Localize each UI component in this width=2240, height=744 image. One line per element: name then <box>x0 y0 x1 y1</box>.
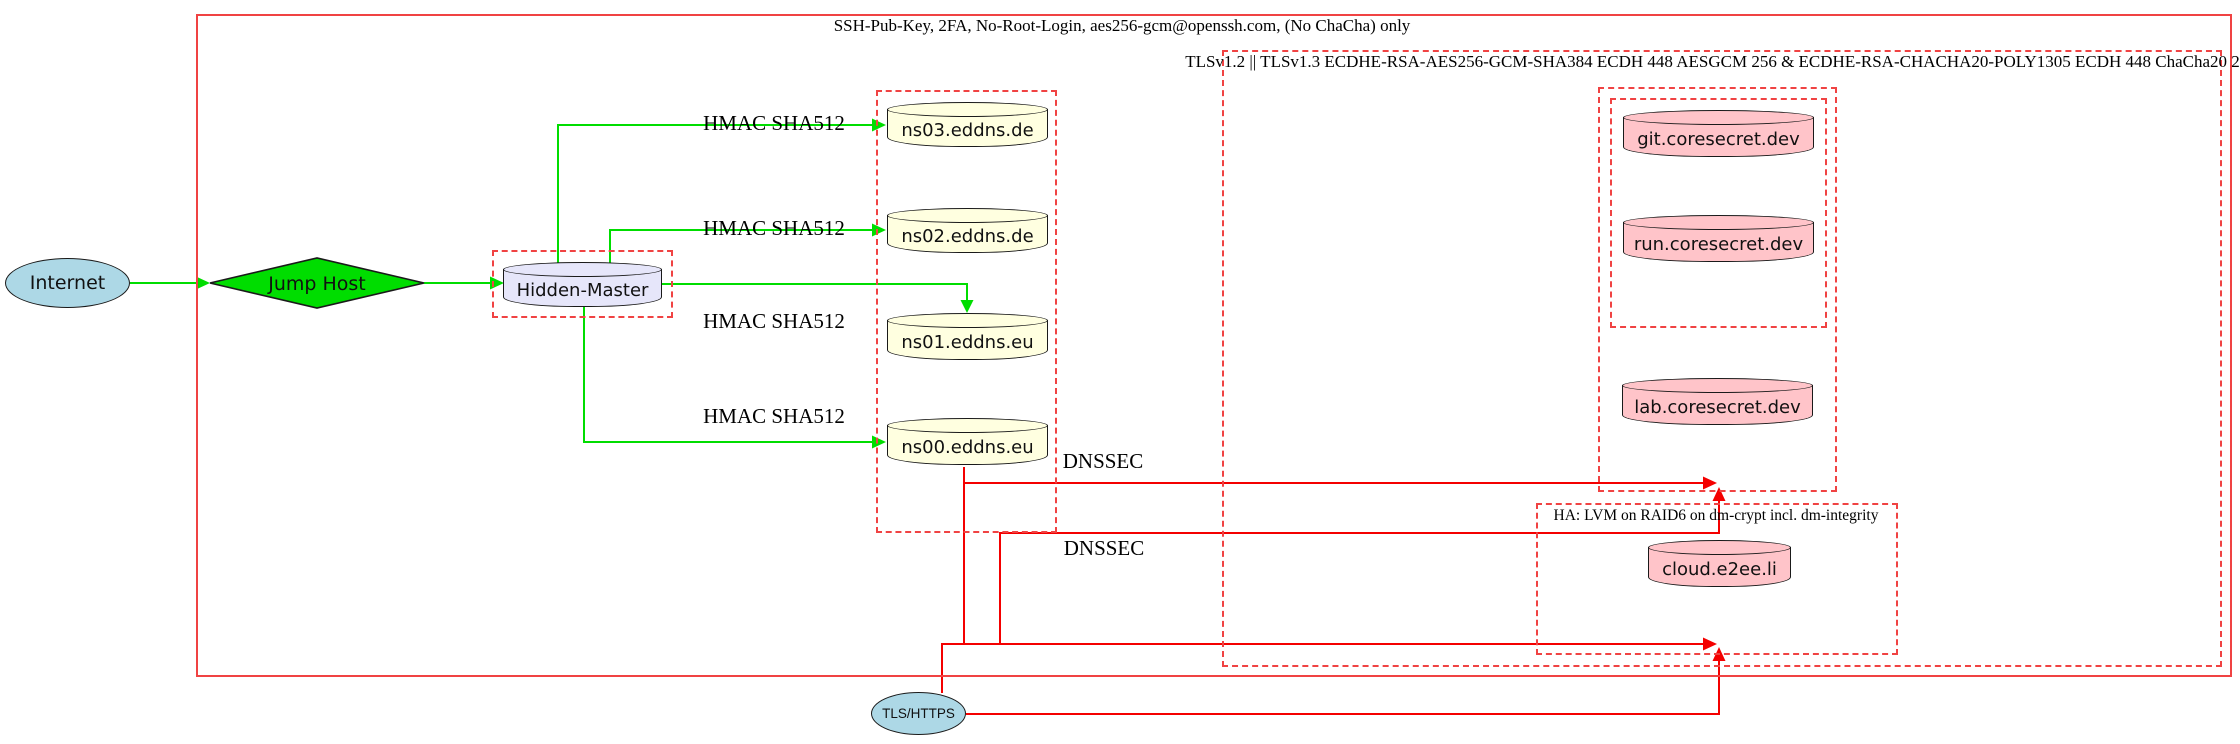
node-ns01: ns01.eddns.eu <box>887 313 1048 360</box>
node-run-label: run.coresecret.dev <box>1633 233 1804 255</box>
node-ns00: ns00.eddns.eu <box>887 418 1048 465</box>
arrowhead-ns00 <box>872 435 886 449</box>
cluster-hidden-master <box>492 250 673 318</box>
cylinder-cap <box>887 418 1048 433</box>
node-internet-label: Internet <box>29 272 106 294</box>
node-hidden-master: Hidden-Master <box>503 262 662 307</box>
node-ns02-label: ns02.eddns.de <box>901 225 1034 247</box>
cluster-tls <box>1222 50 2222 667</box>
edge-tlshttps-hacluster <box>966 660 1720 715</box>
arrowhead-ns02 <box>872 223 886 237</box>
jump-host-diamond-shape <box>209 257 425 309</box>
edge-tlshttps-webcluster <box>941 500 1720 693</box>
arrowhead-ns03 <box>872 118 886 132</box>
cluster-web-services-inner <box>1610 98 1827 328</box>
cylinder-cap <box>887 102 1048 117</box>
node-ns02: ns02.eddns.de <box>887 208 1048 253</box>
cylinder-cap <box>887 208 1048 223</box>
cylinder-cap <box>887 313 1048 328</box>
node-ns03-label: ns03.eddns.de <box>901 119 1034 141</box>
cluster-dns-servers <box>876 90 1057 533</box>
edge-hiddenmaster-ns00 <box>583 306 872 443</box>
node-hidden-master-label: Hidden-Master <box>516 279 649 301</box>
cylinder-cap <box>1623 110 1814 125</box>
node-lab-label: lab.coresecret.dev <box>1634 396 1801 418</box>
node-tls-https-label: TLS/HTTPS <box>882 706 955 721</box>
edge-label-hmac-ns00: HMAC SHA512 <box>703 404 845 428</box>
node-internet: Internet <box>5 258 130 308</box>
cluster-ha-storage <box>1536 503 1898 655</box>
edge-hiddenmaster-ns02 <box>609 229 872 263</box>
node-cloud-label: cloud.e2ee.li <box>1662 558 1777 580</box>
edge-label-hmac-ns02: HMAC SHA512 <box>703 216 845 240</box>
edge-label-hmac-ns01: HMAC SHA512 <box>703 309 845 333</box>
arrowhead-webcluster-1 <box>1703 476 1717 490</box>
ssh-cluster-label: SSH-Pub-Key, 2FA, No-Root-Login, aes256-… <box>833 16 1411 35</box>
cylinder-cap <box>503 262 662 277</box>
edge-hiddenmaster-ns01 <box>662 283 968 301</box>
node-ns00-label: ns00.eddns.eu <box>901 436 1034 458</box>
cylinder-cap <box>1622 378 1813 393</box>
node-git: git.coresecret.dev <box>1623 110 1814 157</box>
cluster-web-services-outer <box>1598 87 1837 492</box>
arrowhead-internet-jumphost <box>196 276 210 290</box>
cluster-ssh-hardening <box>196 14 2232 677</box>
node-jump-host-label: Jump Host <box>268 273 366 295</box>
ha-cluster-label: HA: LVM on RAID6 on dm-crypt incl. dm-in… <box>1553 507 1879 524</box>
node-lab: lab.coresecret.dev <box>1622 378 1813 425</box>
node-ns03: ns03.eddns.de <box>887 102 1048 147</box>
edge-label-hmac-ns03: HMAC SHA512 <box>703 111 845 135</box>
node-git-label: git.coresecret.dev <box>1637 128 1800 150</box>
node-ns01-label: ns01.eddns.eu <box>901 331 1034 353</box>
cylinder-cap <box>1648 540 1791 555</box>
edge-label-dnssec-1: DNSSEC <box>1062 449 1144 473</box>
edge-label-dnssec-2: DNSSEC <box>1063 536 1145 560</box>
edge-hiddenmaster-ns03 <box>557 124 872 263</box>
node-cloud: cloud.e2ee.li <box>1648 540 1791 587</box>
tls-cluster-label: TLSv1.2 || TLSv1.3 ECDHE-RSA-AES256-GCM-… <box>1185 52 2240 71</box>
node-run: run.coresecret.dev <box>1623 215 1814 262</box>
arrowhead-ns01 <box>960 300 974 313</box>
cylinder-cap <box>1623 215 1814 230</box>
arrowhead-webcluster-2 <box>1712 487 1726 501</box>
arrowhead-hacluster-1 <box>1703 637 1717 651</box>
node-tls-https: TLS/HTTPS <box>871 692 966 735</box>
